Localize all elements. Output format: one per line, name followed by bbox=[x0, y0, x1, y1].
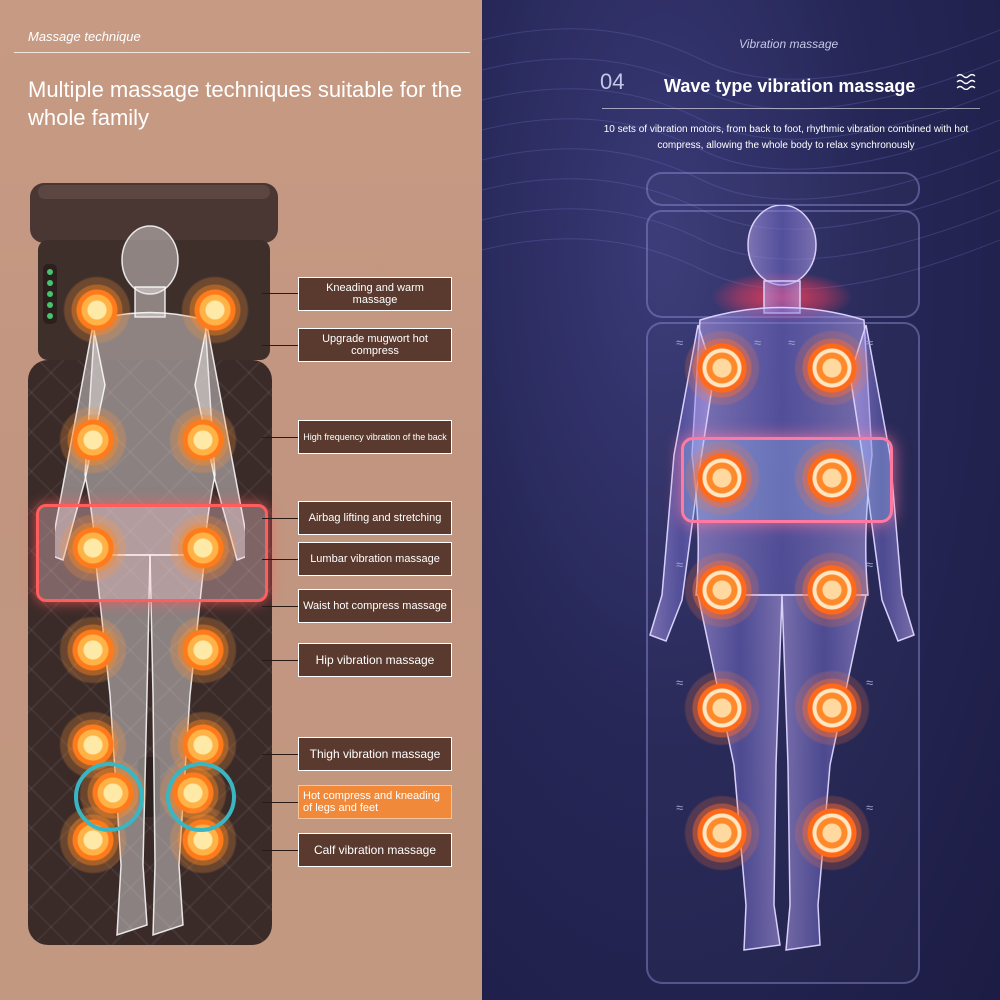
vibration-mark: ≈ bbox=[866, 335, 874, 350]
vibration-massage-panel: Vibration massage 04 Wave type vibration… bbox=[482, 0, 1000, 1000]
panel-title: Multiple massage techniques suitable for… bbox=[28, 77, 463, 130]
label-airbag: Airbag lifting and stretching bbox=[298, 501, 452, 535]
vibration-spot bbox=[794, 552, 870, 628]
vibration-spot bbox=[684, 552, 760, 628]
vibration-mark: ≈ bbox=[676, 800, 684, 815]
vibration-mark: ≈ bbox=[788, 335, 796, 350]
heat-spot bbox=[58, 405, 128, 475]
heat-spot bbox=[58, 513, 128, 583]
wave-lines-icon bbox=[956, 73, 976, 90]
feature-title: Wave type vibration massage bbox=[664, 76, 916, 96]
label-connector bbox=[262, 660, 298, 661]
feature-number: 04 bbox=[600, 69, 625, 94]
label-mugwort-compress: Upgrade mugwort hot compress bbox=[298, 328, 452, 362]
vibration-mark: ≈ bbox=[754, 335, 762, 350]
label-thigh: Thigh vibration massage bbox=[298, 737, 452, 771]
label-connector bbox=[262, 802, 298, 803]
leg-kneading-ring bbox=[74, 762, 144, 832]
label-connector bbox=[262, 850, 298, 851]
wave-background bbox=[482, 28, 1000, 290]
vibration-spot bbox=[684, 440, 760, 516]
leg-kneading-ring bbox=[166, 762, 236, 832]
vibration-spot bbox=[684, 670, 760, 746]
mat-control-panel bbox=[43, 264, 57, 324]
vibration-mark: ≈ bbox=[866, 557, 874, 572]
vibration-mark: ≈ bbox=[866, 675, 874, 690]
vibration-spot bbox=[684, 330, 760, 406]
label-waist-compress: Waist hot compress massage bbox=[298, 589, 452, 623]
mat-outline-top bbox=[646, 172, 920, 206]
label-connector bbox=[262, 437, 298, 438]
heat-spot bbox=[168, 405, 238, 475]
vibration-mark: ≈ bbox=[676, 335, 684, 350]
vibration-mark: ≈ bbox=[676, 675, 684, 690]
label-kneading: Kneading and warm massage bbox=[298, 277, 452, 311]
section-label: Massage technique bbox=[28, 29, 141, 44]
section-label: Vibration massage bbox=[739, 37, 839, 51]
label-lumbar: Lumbar vibration massage bbox=[298, 542, 452, 576]
label-connector bbox=[262, 345, 298, 346]
vibration-spot bbox=[794, 440, 870, 516]
heat-spot bbox=[62, 275, 132, 345]
label-connector bbox=[262, 559, 298, 560]
label-connector bbox=[262, 606, 298, 607]
label-hip: Hip vibration massage bbox=[298, 643, 452, 677]
label-back-vibration: High frequency vibration of the back bbox=[298, 420, 452, 454]
label-calf: Calf vibration massage bbox=[298, 833, 452, 867]
heat-spot bbox=[168, 615, 238, 685]
heat-spot bbox=[180, 275, 250, 345]
vibration-spot bbox=[794, 670, 870, 746]
divider bbox=[602, 108, 980, 109]
label-connector bbox=[262, 293, 298, 294]
label-connector bbox=[262, 518, 298, 519]
feature-description: 10 sets of vibration motors, from back t… bbox=[603, 124, 969, 151]
label-legs-feet: Hot compress and kneading of legs and fe… bbox=[298, 785, 452, 819]
mat-pillow-top bbox=[38, 185, 270, 199]
divider bbox=[14, 52, 470, 53]
vibration-mark: ≈ bbox=[866, 800, 874, 815]
massage-technique-panel: Massage technique Multiple massage techn… bbox=[0, 0, 482, 1000]
heat-spot bbox=[168, 513, 238, 583]
heat-spot bbox=[58, 615, 128, 685]
vibration-spot bbox=[794, 795, 870, 871]
label-connector bbox=[262, 754, 298, 755]
vibration-spot bbox=[684, 795, 760, 871]
vibration-mark: ≈ bbox=[676, 557, 684, 572]
vibration-spot bbox=[794, 330, 870, 406]
